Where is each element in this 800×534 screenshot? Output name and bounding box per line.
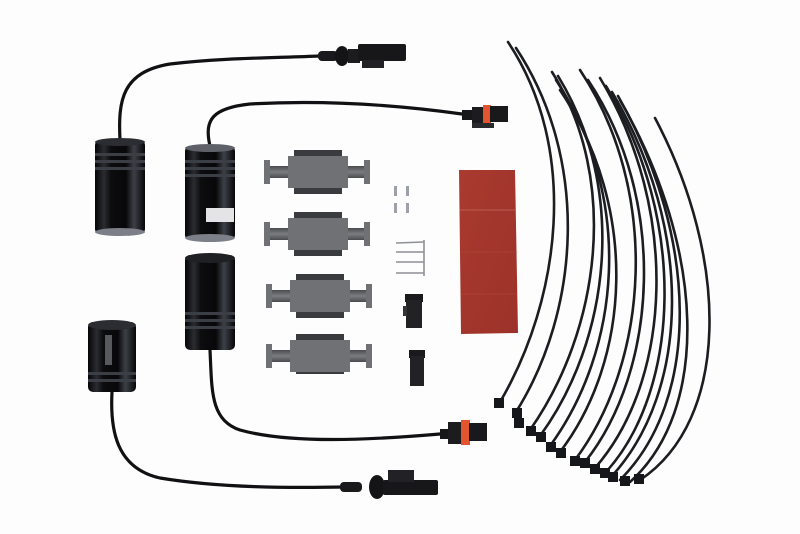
- damper-logo-print: [105, 335, 112, 365]
- cable-upper-right: [206, 100, 464, 148]
- small-connector: [403, 294, 423, 328]
- small-connectors: [403, 294, 425, 386]
- mounting-clip: [266, 274, 372, 318]
- cable-ties: [498, 40, 711, 484]
- damper-unit-center-bottom: [185, 253, 235, 350]
- damper-unit-bottom-left: [88, 320, 136, 392]
- mounting-clips: [264, 150, 372, 374]
- mounting-clip: [264, 150, 370, 194]
- adhesive-pads: [459, 170, 518, 334]
- connector-lower-right: [440, 420, 487, 445]
- terminal-pins: [394, 186, 425, 276]
- cable-lower-right: [208, 348, 442, 442]
- mounting-clip: [264, 212, 370, 256]
- damper-label-sticker: [206, 208, 234, 222]
- damper-unit-top-left: [95, 138, 145, 236]
- connector-bottom: [340, 470, 438, 499]
- cable-top: [118, 54, 322, 142]
- damper-unit-center-top: [185, 144, 235, 242]
- connector-upper-right: [462, 105, 508, 128]
- connector-top: [318, 44, 406, 68]
- cable-tie-heads: [494, 398, 644, 486]
- cable-bottom: [110, 390, 347, 490]
- mounting-clip: [266, 334, 372, 374]
- small-connector: [409, 350, 425, 386]
- cables: [110, 54, 464, 490]
- crimp-pins: [395, 240, 425, 276]
